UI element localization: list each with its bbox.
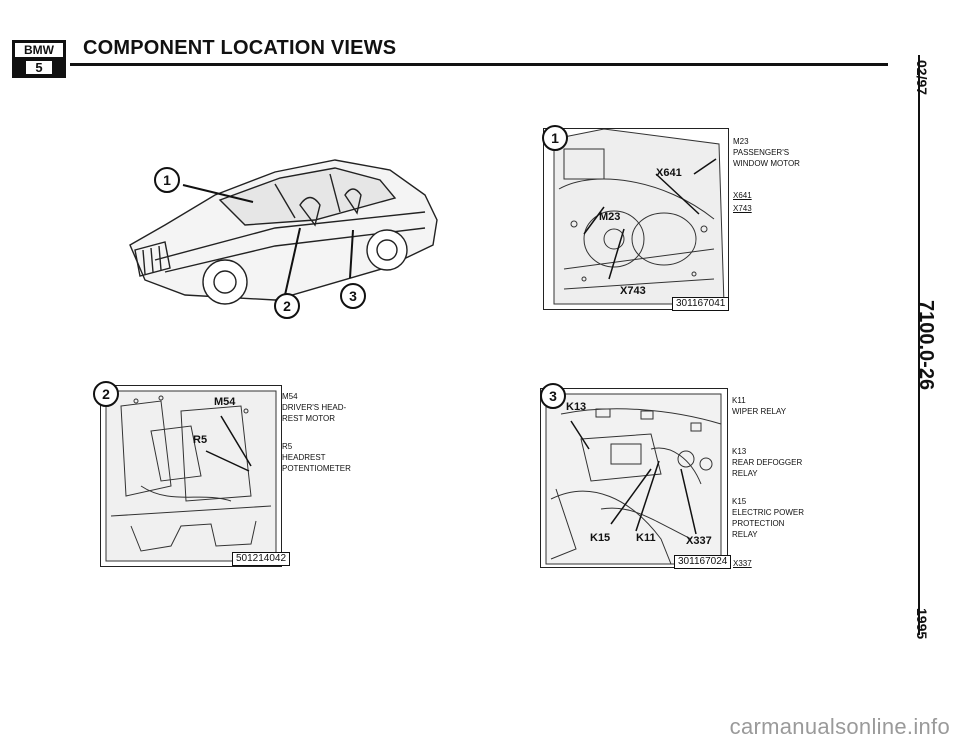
side-rail-line [918,55,920,635]
view-1-codes: X641 X743 [733,189,752,215]
label-code: K15 [732,497,747,506]
page-title: COMPONENT LOCATION VIEWS [83,37,397,59]
view-3-label-k15: K15 ELECTRIC POWER PROTECTION RELAY [732,496,804,540]
view-1-callout: 1 [542,125,568,151]
view-1-tag-m23: M23 [599,211,621,223]
label-line: DRIVER'S HEAD- [282,403,347,412]
revision-date: 02/97 [914,60,930,96]
overview-callout-2: 2 [274,293,300,319]
view-2-label-m54: M54 DRIVER'S HEAD- REST MOTOR [282,391,346,424]
view-2-figure-id: 501214042 [232,552,291,566]
overview-callout-1: 1 [154,167,180,193]
label-line: RELAY [732,469,758,478]
view-3-figure-id: 301167024 [674,555,732,569]
view-3-label-k11: K11 WIPER RELAY [732,395,786,417]
view-3-callout: 3 [540,383,566,409]
label-code: M54 [282,392,298,401]
model-year: 1995 [914,608,930,640]
view-3-codes: X337 [733,557,752,570]
label-line: ELECTRIC POWER [732,508,805,517]
view-3-label-k13: K13 REAR DEFOGGER RELAY [732,446,802,479]
view-1-label-m23: M23 PASSENGER'S WINDOW MOTOR [733,136,800,169]
view-1-tag-x743: X743 [620,285,646,297]
label-line: HEADREST [282,453,326,462]
logo-text: BMW [24,43,55,57]
view-3-panel [540,388,728,568]
view-2-tag-m54: M54 [214,396,236,408]
watermark: carmanualsonline.info [729,714,950,739]
view-2-tag-r5: R5 [193,434,208,446]
label-line: RELAY [732,530,758,539]
label-line: PROTECTION [732,519,785,528]
view-3-tag-x337: X337 [686,535,712,547]
label-code: M23 [733,137,749,146]
view-1-figure-id: 301167041 [672,297,730,311]
bmw-logo: BMW 5 [12,40,66,78]
view-1-tag-x641: X641 [656,167,682,179]
label-line: REST MOTOR [282,414,336,423]
view-2-panel [100,385,282,567]
view-3-tag-k11: K11 [636,532,656,544]
label-line: POTENTIOMETER [282,464,351,473]
overview-callout-3: 3 [340,283,366,309]
view-3-tag-k13: K13 [566,401,587,413]
view-2-label-r5: R5 HEADREST POTENTIOMETER [282,441,351,474]
section-number: 7100.0-26 [915,300,937,391]
code-x641: X641 [733,191,752,200]
label-line: WIPER RELAY [732,407,787,416]
car-overview-illustration [125,150,445,320]
label-line: WINDOW MOTOR [733,159,800,168]
code-x743: X743 [733,204,752,213]
view-2-callout: 2 [93,381,119,407]
label-line: REAR DEFOGGER [732,458,803,467]
view-1-panel [543,128,729,310]
label-code: R5 [282,442,293,451]
header-rule [70,63,888,66]
logo-series: 5 [35,60,42,75]
label-code: K11 [732,396,746,405]
label-code: K13 [732,447,747,456]
view-3-tag-k15: K15 [590,532,611,544]
label-line: PASSENGER'S [733,148,790,157]
code-x337: X337 [733,559,752,568]
